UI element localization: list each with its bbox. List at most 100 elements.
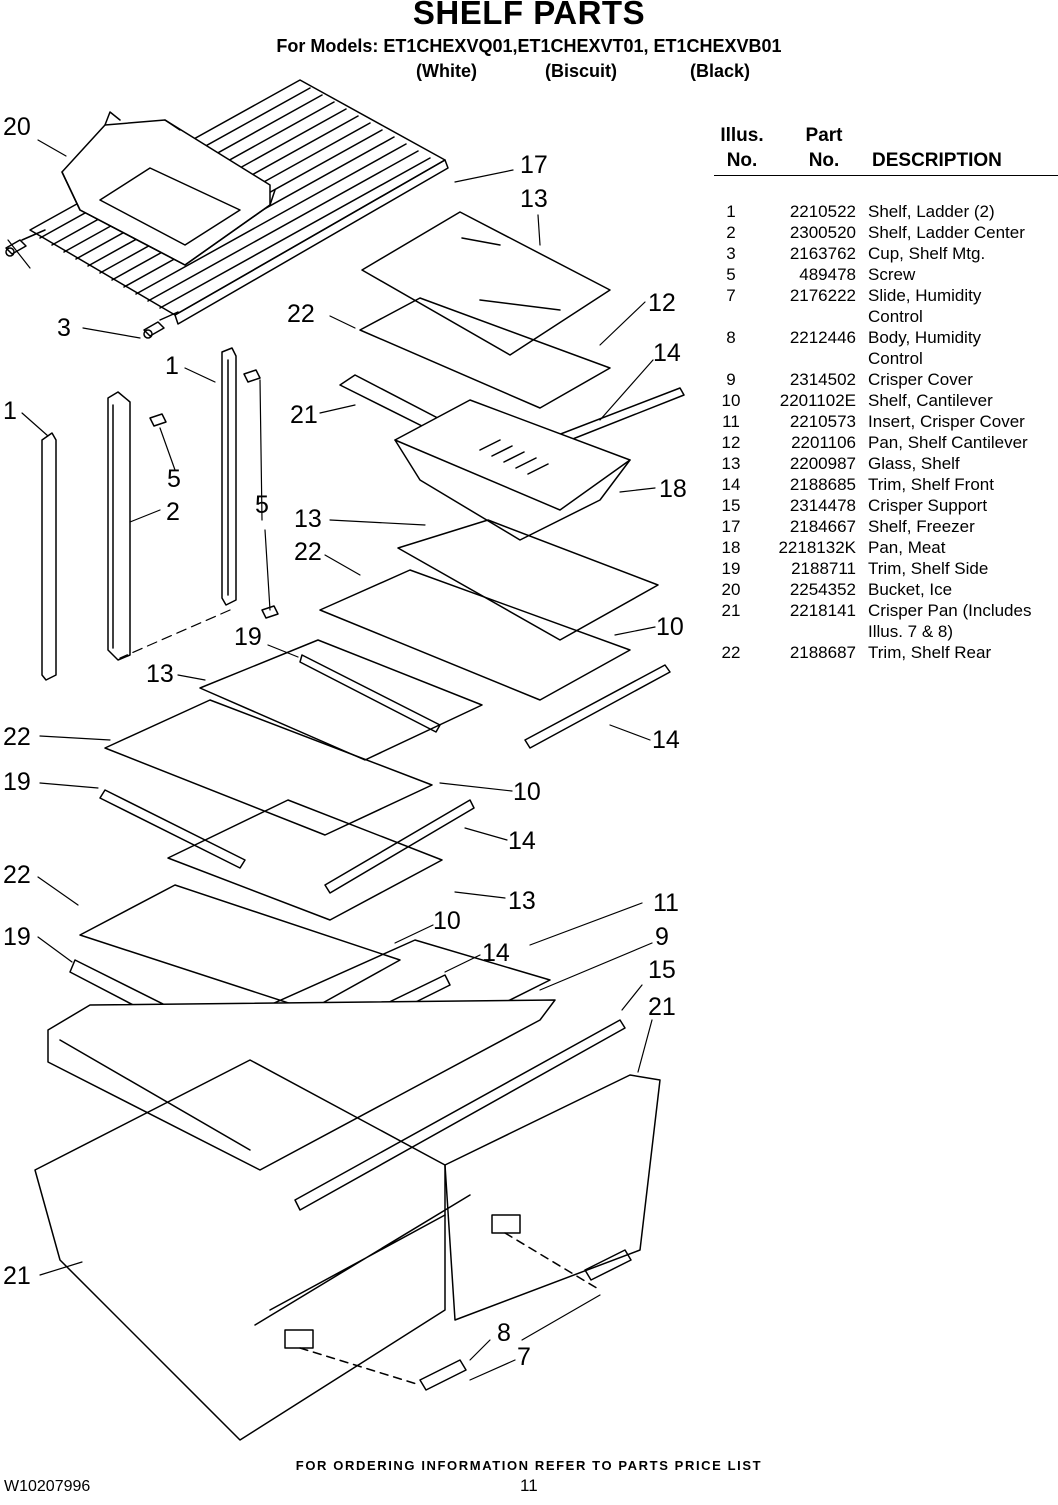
description-cell: Bucket, Ice [868, 580, 953, 599]
callout-19: 19 [234, 623, 262, 651]
callout-21b: 21 [648, 993, 676, 1021]
callout-13d: 13 [508, 887, 536, 915]
callout-13c: 13 [146, 660, 174, 688]
description-cell: Trim, Shelf Side [868, 559, 989, 578]
description-cell: Shelf, Cantilever [868, 391, 993, 410]
freezer-shelf [21, 79, 449, 325]
callout-19b: 19 [3, 768, 31, 796]
part-no-cell: 2188711 [791, 559, 856, 578]
description-cell: Body, Humidity Control [868, 328, 982, 368]
illus-no-cell: 11 [722, 412, 740, 431]
description-cell: Crisper Support [868, 496, 988, 515]
part-no-cell: 2254352 [789, 580, 856, 599]
callout-13: 13 [520, 185, 548, 213]
ordering-note: FOR ORDERING INFORMATION REFER TO PARTS … [295, 1458, 763, 1473]
callout-22: 22 [287, 300, 315, 328]
ladders [41, 347, 237, 681]
crisper-cover [47, 884, 626, 1211]
ice-bucket [61, 111, 276, 266]
part-no-cell: 2314502 [789, 370, 856, 389]
crisper-pans [34, 1059, 661, 1441]
callout-20: 20 [3, 113, 31, 141]
description-cell: Pan, Shelf Cantilever [868, 433, 1028, 452]
part-no-cell: 2163762 [789, 244, 856, 263]
illus-no-cell: 1 [726, 202, 736, 221]
illus-no-cell: 21 [721, 601, 741, 620]
callout-10: 10 [656, 613, 684, 641]
leader-lines [7, 139, 656, 1381]
description-cell: Screw [868, 265, 916, 284]
table-row: 20 2254352 Bucket, Ice [712, 579, 1038, 600]
description-cell: Shelf, Freezer [868, 517, 975, 536]
callout-10c: 10 [433, 907, 461, 935]
part-no-cell: 2218141 [789, 601, 856, 620]
table-row: 21 2218141 Crisper Pan (Includes Illus. 7 … [712, 600, 1038, 642]
callout-14d: 14 [482, 939, 510, 967]
description-cell: Crisper Pan (Includes Illus. 7 & 8) [868, 601, 1032, 641]
callout-19c: 19 [3, 923, 31, 951]
callout-21c: 21 [3, 1262, 31, 1290]
document-number: W10207996 [4, 1478, 91, 1495]
color-white: (White) [416, 61, 477, 81]
illus-no-cell: 9 [726, 370, 736, 389]
description-cell: Shelf, Ladder (2) [868, 202, 995, 221]
description-cell: Trim, Shelf Front [868, 475, 994, 494]
callout-11: 11 [653, 889, 679, 917]
color-biscuit: (Biscuit) [545, 61, 617, 81]
part-no-cell: 2218132K [778, 538, 856, 557]
callout-3: 3 [57, 314, 71, 342]
table-row: 9 2314502 Crisper Cover [712, 369, 1038, 390]
callout-15: 15 [648, 956, 676, 984]
part-no-cell: 489478 [799, 265, 856, 284]
callout-12: 12 [648, 289, 676, 317]
description-cell: Crisper Cover [868, 370, 973, 389]
callout-22c: 22 [3, 723, 31, 751]
callout-2: 2 [166, 498, 180, 526]
upper-glass-shelf [339, 211, 685, 451]
illus-no-cell: 8 [726, 328, 736, 347]
shelf-cups [5, 239, 165, 339]
part-no-cell: 2314478 [789, 496, 856, 515]
part-no-cell: 2184667 [789, 517, 856, 536]
callout-10b: 10 [513, 778, 541, 806]
callout-5: 5 [167, 465, 181, 493]
illus-no-cell: 22 [721, 643, 741, 662]
part-no-cell: 2188685 [789, 475, 856, 494]
description-cell: Glass, Shelf [868, 454, 960, 473]
illus-no-cell: 12 [721, 433, 741, 452]
part-no-cell: 2201102E [779, 391, 856, 410]
illus-no-cell: 19 [721, 559, 741, 578]
header-description: DESCRIPTION [872, 150, 1002, 171]
callout-18: 18 [659, 475, 687, 503]
callout-17: 17 [520, 151, 548, 179]
part-no-cell: 2200987 [789, 454, 856, 473]
illus-no-cell: 2 [726, 223, 736, 242]
part-no-cell: 2210522 [789, 202, 856, 221]
callout-22d: 22 [3, 861, 31, 889]
callout-13b: 13 [294, 505, 322, 533]
models-line: For Models: ET1CHEXVQ01,ET1CHEXVT01, ET1… [276, 36, 782, 56]
part-no-cell: 2300520 [789, 223, 856, 242]
part-no-cell: 2176222 [789, 286, 856, 305]
illus-no-cell: 13 [721, 454, 741, 473]
table-row: 1 2210522 Shelf, Ladder (2) [712, 201, 1038, 222]
table-row: 19 2188711 Trim, Shelf Side [712, 558, 1038, 579]
part-no-cell: 2188687 [789, 643, 856, 662]
table-row: 13 2200987 Glass, Shelf [712, 453, 1038, 474]
callout-14b: 14 [652, 726, 680, 754]
callout-14c: 14 [508, 827, 536, 855]
illus-no-cell: 20 [721, 580, 741, 599]
description-cell: Insert, Crisper Cover [868, 412, 1025, 431]
